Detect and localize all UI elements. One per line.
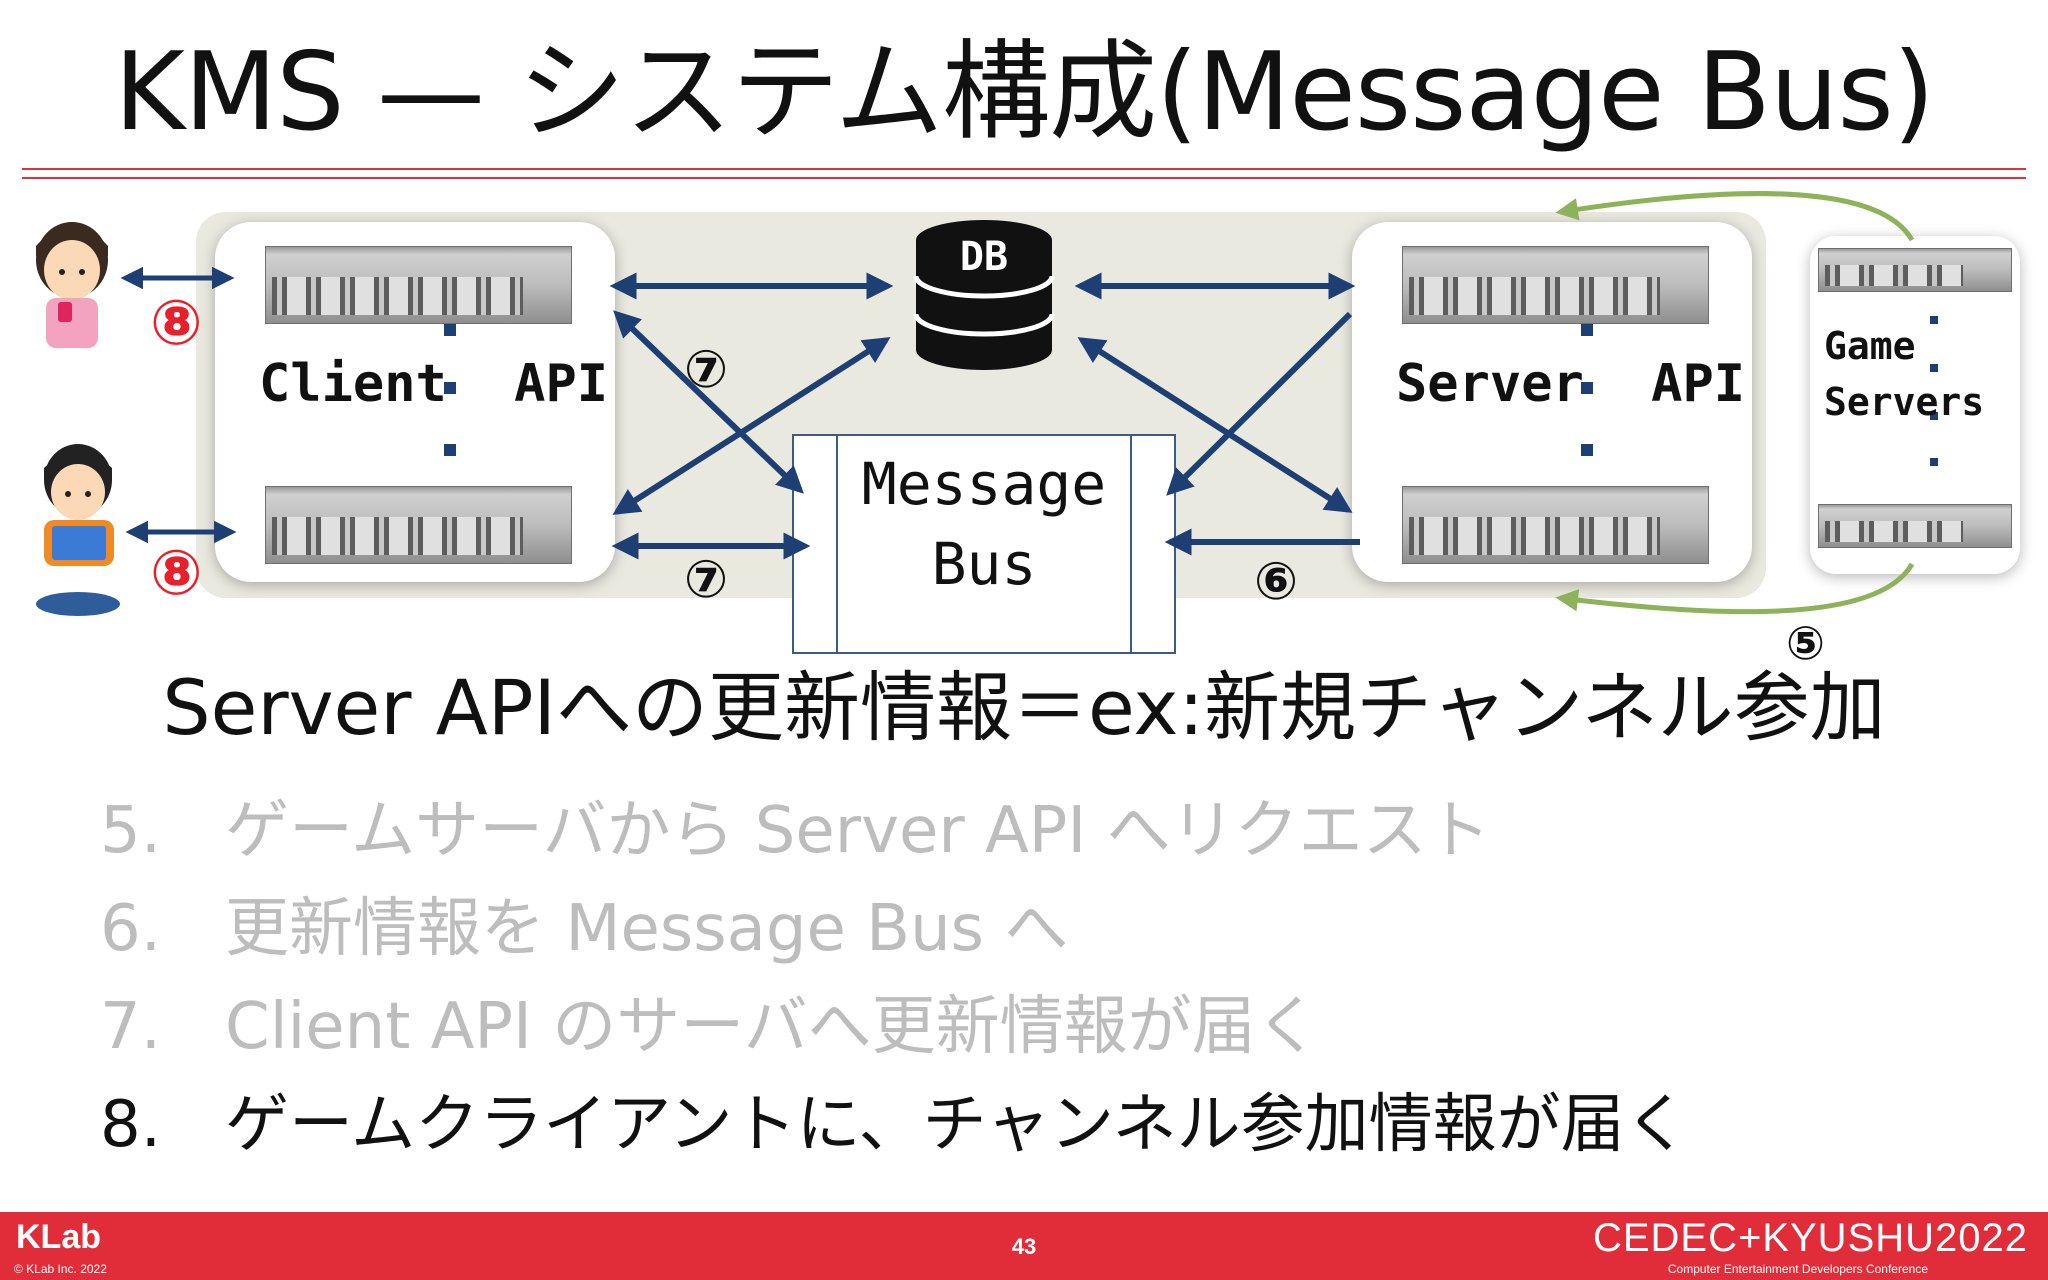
ellipsis-dot [444, 324, 456, 336]
step-marker-8-top: ⑧ [150, 286, 203, 359]
client-api-panel: Client API [215, 222, 615, 582]
page-number: 43 [1011, 1234, 1037, 1259]
server-rack-icon [265, 246, 572, 324]
title-rule-top [22, 168, 2026, 170]
server-rack-icon [1402, 246, 1709, 324]
game-servers-panel: Game Servers [1810, 236, 2020, 574]
ellipsis-dot [444, 444, 456, 456]
ellipsis-dot [1581, 324, 1593, 336]
step-marker-6: ⑥ [1254, 552, 1299, 612]
ellipsis-dot [1930, 364, 1938, 372]
architecture-diagram: Client API Server API Game Servers Messa… [0, 190, 2048, 670]
server-api-label: Server API [1396, 354, 1746, 414]
ellipsis-dot [1930, 316, 1938, 324]
arrow-db-server-diag [1077, 337, 1353, 513]
db-label: DB [960, 234, 1008, 280]
ellipsis-dot [444, 382, 456, 394]
step-item-active: 8.ゲームクライアントに、チャンネル参加情報が届く [100, 1088, 1689, 1162]
game-servers-label: Game Servers [1824, 324, 1985, 424]
copyright-text: © KLab Inc. 2022 [14, 1262, 107, 1276]
ellipsis-dot [1581, 382, 1593, 394]
title-rule-bottom [22, 177, 2026, 179]
step-marker-5: ⑤ [1786, 616, 1825, 670]
client-api-label: Client API [259, 354, 609, 414]
arrow-game-server-bottom [1555, 562, 1915, 615]
server-rack-icon [265, 486, 572, 564]
server-rack-icon [1818, 504, 2012, 548]
slide-title: KMS — システム構成(Message Bus) [114, 30, 1935, 155]
ellipsis-dot [1930, 458, 1938, 466]
conference-subtitle: Computer Entertainment Developers Confer… [1667, 1262, 1928, 1276]
message-bus-label: Message Bus [861, 450, 1107, 598]
server-rack-icon [1818, 248, 2012, 292]
arrow-client-db-diag [612, 337, 891, 515]
ellipsis-dot [1581, 444, 1593, 456]
step-item: 7.Client API のサーバへ更新情報が届く [100, 990, 1320, 1064]
server-api-panel: Server API [1352, 222, 1752, 582]
step-item: 5.ゲームサーバから Server API へリクエスト [100, 794, 1491, 868]
arrow-game-server-top [1555, 191, 1915, 242]
klab-logo: KLab [16, 1218, 101, 1256]
conference-logo: CEDEC+KYUSHU2022 [1592, 1216, 2028, 1260]
server-rack-icon [1402, 486, 1709, 564]
step-marker-7-top: ⑦ [684, 340, 729, 400]
diagram-arrows: DB [36, 191, 1915, 616]
slide-footer: KLab © KLab Inc. 2022 43 CEDEC+KYUSHU202… [0, 1212, 2048, 1280]
step-item: 6.更新情報を Message Bus へ [100, 892, 1069, 966]
arrow-server-bus [1166, 311, 1353, 496]
user-girl-icon [36, 222, 108, 348]
slide-subtitle: Server APIへの更新情報＝ex:新規チャンネル参加 [162, 663, 1886, 752]
user-boy-icon [36, 444, 120, 616]
ellipsis-dot [1930, 412, 1938, 420]
step-marker-7-bottom: ⑦ [684, 550, 729, 610]
database-icon: DB [913, 220, 1055, 370]
step-marker-8-bottom: ⑧ [150, 536, 203, 609]
step-list: 5.ゲームサーバから Server API へリクエスト 6.更新情報を Mes… [100, 782, 1689, 1174]
